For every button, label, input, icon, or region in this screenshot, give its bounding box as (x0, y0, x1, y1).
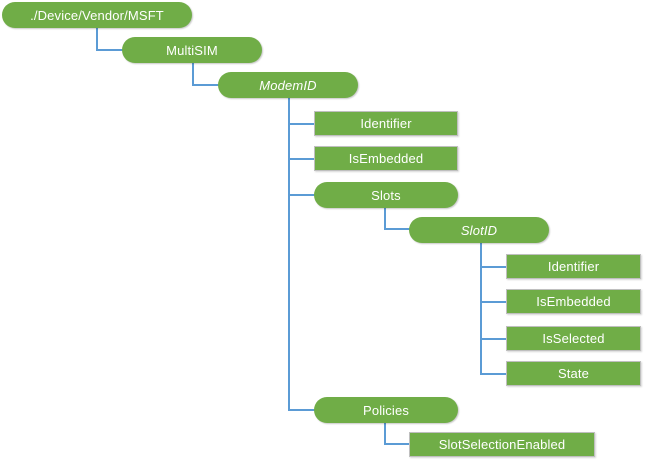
connector-slotid-to-isselected (480, 338, 508, 340)
node-slot-isselected[interactable]: IsSelected (506, 326, 641, 351)
node-slotid[interactable]: SlotID (409, 217, 549, 243)
node-slot-state[interactable]: State (506, 361, 641, 386)
connector-modemid-trunk (288, 97, 290, 410)
connector-policies-trunk (384, 421, 386, 445)
connector-modemid-to-slots (288, 194, 316, 196)
connector-slotid-to-identifier (480, 266, 508, 268)
connector-slotid-to-state (480, 373, 508, 375)
connector-policies-to-slotselectionenabled (384, 443, 412, 445)
node-slot-identifier[interactable]: Identifier (506, 254, 641, 279)
node-multisim[interactable]: MultiSIM (122, 37, 262, 63)
connector-modemid-to-policies (288, 409, 316, 411)
connector-root-trunk (96, 27, 98, 51)
node-root[interactable]: ./Device/Vendor/MSFT (2, 2, 192, 28)
node-modem-identifier[interactable]: Identifier (314, 111, 458, 136)
connector-slots-to-slotid (384, 228, 412, 230)
connector-slotid-to-isembedded (480, 301, 508, 303)
connector-modemid-to-isembedded (288, 158, 316, 160)
connector-multisim-trunk (192, 62, 194, 86)
node-slots[interactable]: Slots (314, 182, 458, 208)
connector-root-to-multisim (96, 49, 124, 51)
connector-slotid-trunk (480, 241, 482, 375)
node-slot-isembedded[interactable]: IsEmbedded (506, 289, 641, 314)
node-slotselectionenabled[interactable]: SlotSelectionEnabled (409, 432, 595, 457)
connector-modemid-to-identifier (288, 123, 316, 125)
connector-slots-trunk (384, 206, 386, 230)
connector-multisim-to-modemid (192, 84, 220, 86)
node-policies[interactable]: Policies (314, 397, 458, 423)
node-modemid[interactable]: ModemID (218, 72, 358, 98)
node-modem-isembedded[interactable]: IsEmbedded (314, 146, 458, 171)
